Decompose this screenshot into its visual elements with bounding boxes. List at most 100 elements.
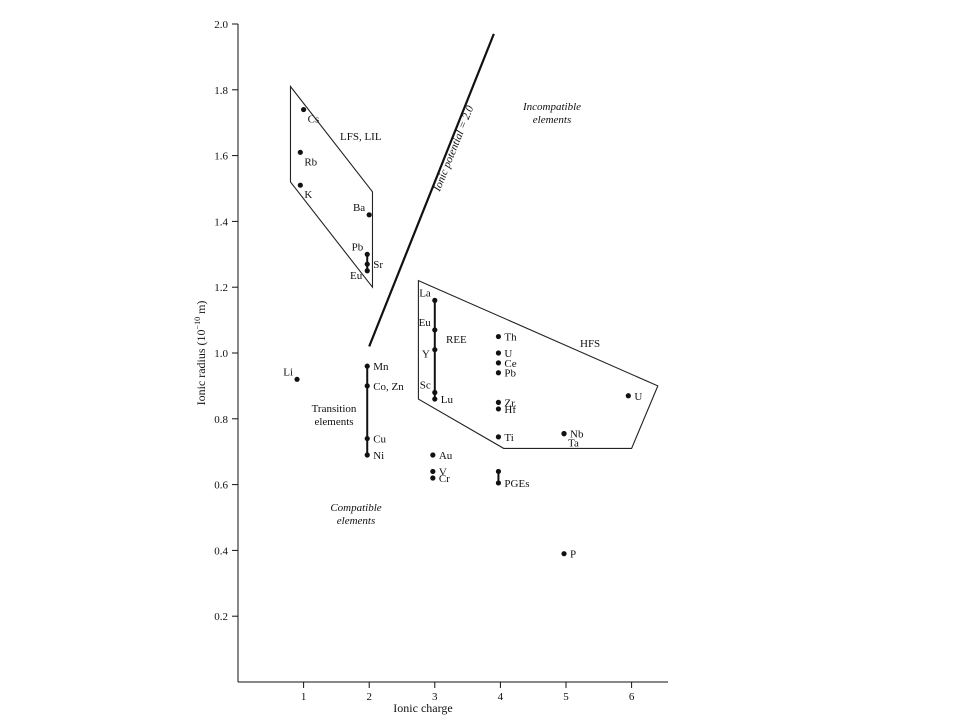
y-tick-label: 1.2: [214, 282, 228, 294]
data-point: [561, 431, 567, 437]
y-axis-title-unit: m): [194, 301, 208, 317]
point-label: Cr: [439, 473, 450, 485]
data-point: [495, 468, 502, 475]
y-tick-label: 0.8: [214, 414, 228, 426]
point-label: P: [570, 549, 576, 561]
ionic-potential-line: [368, 33, 495, 347]
data-point: [495, 333, 502, 340]
point-label: Ce: [504, 358, 516, 370]
y-tick-label: 0.2: [214, 611, 228, 623]
data-point: [432, 389, 438, 396]
data-point: [294, 376, 300, 382]
y-axis-title-exponent: −10: [193, 317, 202, 330]
point-label: PGEs: [504, 478, 529, 490]
data-point: [495, 406, 502, 412]
compatible-label-line2: elements: [337, 515, 375, 527]
y-tick-label: 1.8: [214, 85, 228, 97]
y-axis-title: Ionic radius (10−10 m): [193, 301, 208, 406]
x-axis-title: Ionic charge: [393, 701, 452, 715]
region-label-lfs-lil: LFS, LIL: [340, 131, 382, 143]
point-label: Sc: [420, 379, 431, 391]
data-point: [297, 149, 303, 155]
data-point: [495, 350, 502, 356]
data-point: [495, 399, 502, 405]
data-point: [430, 475, 436, 481]
data-point: [432, 327, 438, 333]
point-label: U: [504, 348, 512, 360]
point-label: V: [439, 466, 447, 478]
point-label: Eu: [350, 270, 363, 282]
data-point: [364, 435, 370, 442]
y-tick-label: 0.4: [214, 545, 228, 557]
point-label: Lu: [441, 394, 454, 406]
point-label: Rb: [304, 156, 317, 168]
y-axis-title-main: Ionic radius (10: [194, 329, 208, 405]
region-label-hfs: HFS: [580, 338, 600, 350]
data-point: [364, 383, 370, 389]
data-point: [297, 182, 303, 188]
ionic-potential-label: Ionic potential = 2.0: [431, 104, 476, 194]
x-tick-label: 3: [432, 691, 438, 703]
y-tick-label: 2.0: [214, 19, 228, 31]
annotations-layer: LFS, LIL HFS REE Transition elements Com…: [312, 101, 601, 527]
x-tick-label: 2: [366, 691, 372, 703]
point-label: Ta: [568, 438, 579, 450]
x-tick-label: 6: [629, 691, 635, 703]
data-point: [495, 370, 502, 376]
point-label: Ti: [504, 432, 513, 444]
x-tick-label: 1: [301, 691, 307, 703]
point-label: Cs: [308, 114, 320, 126]
point-label: Pb: [504, 368, 516, 380]
x-tick-label: 5: [563, 691, 569, 703]
data-point: [364, 251, 370, 257]
data-point: [301, 106, 307, 113]
point-label: Ni: [373, 450, 384, 462]
point-label: Li: [283, 366, 293, 378]
y-tick-label: 0.6: [214, 480, 228, 492]
point-label: Y: [422, 349, 430, 361]
data-point: [364, 261, 370, 267]
point-label: Sr: [373, 259, 383, 271]
data-point: [495, 434, 502, 440]
y-tick-label: 1.6: [214, 151, 228, 163]
point-label: Cu: [373, 434, 386, 446]
compatible-label-line1: Compatible: [330, 502, 381, 514]
point-label: Pb: [352, 241, 364, 253]
data-point: [625, 393, 631, 399]
data-point: [430, 452, 436, 458]
lines-layer: Ionic potential = 2.0: [366, 33, 500, 483]
data-point: [495, 360, 502, 366]
point-label: K: [304, 189, 312, 201]
point-label: Nb: [570, 429, 584, 441]
region-hfs: [417, 279, 659, 449]
point-label: Hf: [504, 404, 516, 416]
point-label: La: [419, 287, 431, 299]
data-point: [364, 268, 370, 274]
data-point: [366, 212, 372, 218]
transition-label-line2: elements: [314, 416, 353, 428]
y-tick-label: 1.0: [214, 348, 228, 360]
data-point: [432, 396, 438, 402]
point-label: Zr: [504, 397, 515, 409]
point-label: Th: [504, 332, 517, 344]
incompatible-label-line2: elements: [533, 114, 571, 126]
data-point: [495, 480, 502, 486]
point-label: Eu: [419, 317, 432, 329]
region-lfs-lil: [289, 84, 374, 289]
point-label: U: [634, 391, 642, 403]
y-tick-label: 1.4: [214, 216, 228, 228]
transition-label-line1: Transition: [312, 403, 357, 415]
data-point: [432, 347, 438, 353]
data-point: [364, 363, 370, 369]
data-point: [561, 551, 567, 557]
data-point: [432, 297, 438, 303]
point-label: Mn: [373, 361, 389, 373]
regions-layer: [289, 84, 659, 449]
point-label: Co, Zn: [373, 381, 404, 393]
point-label: Ba: [353, 202, 365, 214]
group-label-ree: REE: [446, 334, 467, 346]
data-point: [430, 468, 436, 475]
